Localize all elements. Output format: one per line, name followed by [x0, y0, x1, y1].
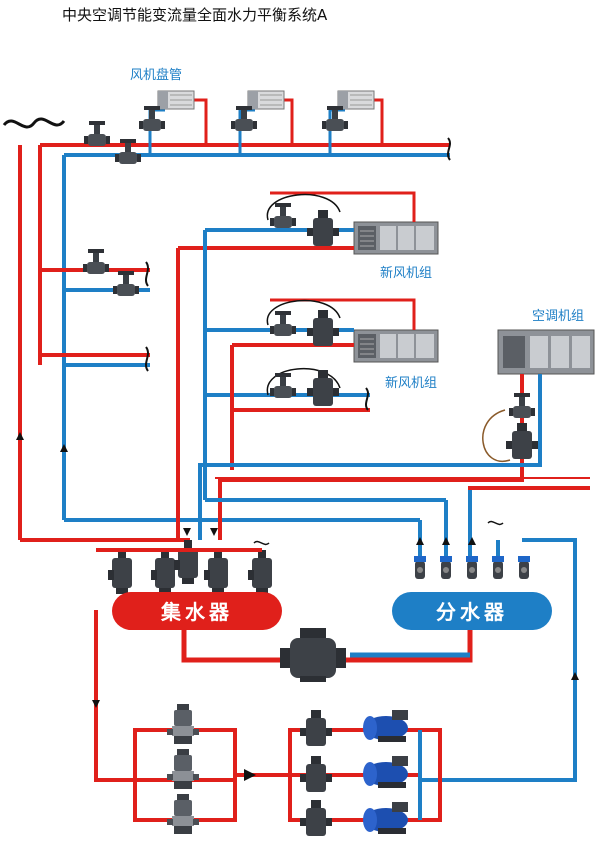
distributor-label: 分水器	[436, 600, 508, 624]
wavy-break-icon	[145, 346, 149, 372]
fresh-air-unit-label-2: 新风机组	[385, 376, 438, 391]
collector: 集水器	[112, 592, 282, 630]
pump-group	[167, 704, 199, 834]
ac-unit-label: 空调机组	[532, 309, 585, 324]
differential-pressure-valve	[280, 628, 346, 682]
wavy-break-icon	[365, 387, 369, 411]
fresh-air-unit-label-1: 新风机组	[380, 266, 433, 281]
page-title: 中央空调节能变流量全面水力平衡系统A	[62, 6, 328, 24]
wavy-break-icon	[447, 137, 451, 161]
wavy-break-icon	[145, 261, 149, 287]
fan-coil-group	[139, 90, 384, 155]
distributor: 分水器	[392, 592, 552, 630]
fan-coil-label: 风机盘管	[130, 68, 183, 83]
collector-label: 集水器	[160, 600, 233, 624]
wavy-break-icon	[2, 117, 66, 129]
fresh-air-unit-1	[176, 191, 439, 540]
ac-unit	[198, 329, 595, 540]
fresh-air-unit-2	[205, 298, 439, 470]
